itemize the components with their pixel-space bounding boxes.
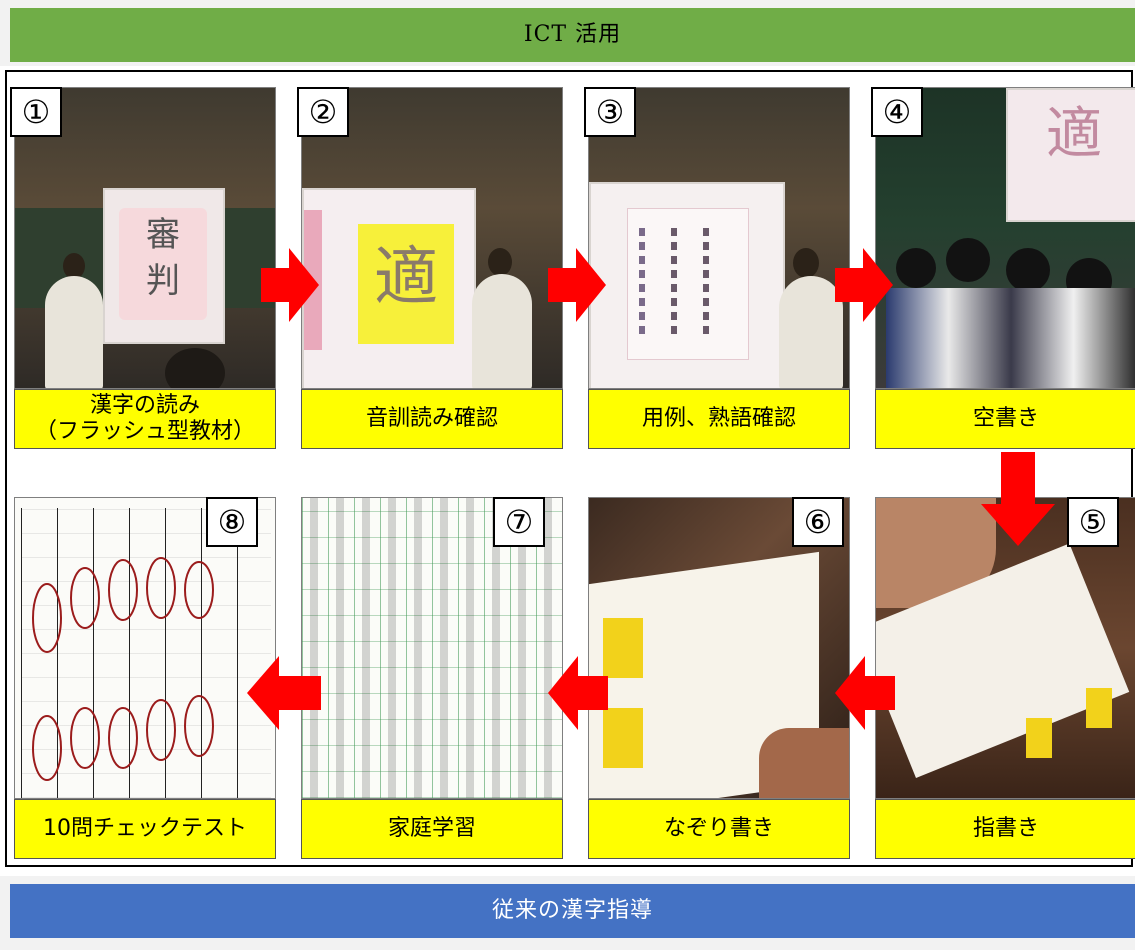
step-4-number: ④ (871, 87, 923, 137)
step-6-caption: なぞり書き (588, 799, 850, 859)
step-4-caption: 空書き (875, 389, 1135, 449)
step-1-number: ① (10, 87, 62, 137)
arrow-left-icon (247, 656, 321, 730)
workflow-panel: 審 判 漢字の読み （フラッシュ型教材） ① 適 音訓読み確認 ② (5, 70, 1135, 867)
step-2-photo: 適 (301, 87, 563, 389)
screen-kanji: 適 (374, 241, 438, 315)
screen-kanji: 適 (1046, 102, 1102, 167)
arrow-down-icon (981, 452, 1055, 546)
step-8-photo (14, 497, 276, 799)
arrow-left-icon (835, 656, 895, 730)
footer-title: 従来の漢字指導 (10, 884, 1135, 938)
step-1-photo: 審 判 (14, 87, 276, 389)
step-7-number: ⑦ (493, 497, 545, 547)
step-2-number: ② (297, 87, 349, 137)
arrow-right-icon (261, 248, 319, 322)
step-3-caption: 用例、熟語確認 (588, 389, 850, 449)
step-4-photo: 適 (875, 87, 1135, 389)
step-5-caption: 指書き (875, 799, 1135, 859)
step-3-photo (588, 87, 850, 389)
step-2-caption: 音訓読み確認 (301, 389, 563, 449)
step-5-photo (875, 497, 1135, 799)
step-8-number: ⑧ (206, 497, 258, 547)
step-6-photo (588, 497, 850, 799)
step-7-photo (301, 497, 563, 799)
step-1-caption: 漢字の読み （フラッシュ型教材） (14, 389, 276, 449)
step-3-number: ③ (584, 87, 636, 137)
header-title: ICT 活用 (10, 8, 1135, 62)
screen-kanji: 審 判 (146, 215, 180, 301)
step-5-number: ⑤ (1067, 497, 1119, 547)
step-7-caption: 家庭学習 (301, 799, 563, 859)
arrow-left-icon (548, 656, 608, 730)
step-6-number: ⑥ (792, 497, 844, 547)
step-8-caption: 10問チェックテスト (14, 799, 276, 859)
arrow-right-icon (548, 248, 606, 322)
arrow-right-icon (835, 248, 893, 322)
